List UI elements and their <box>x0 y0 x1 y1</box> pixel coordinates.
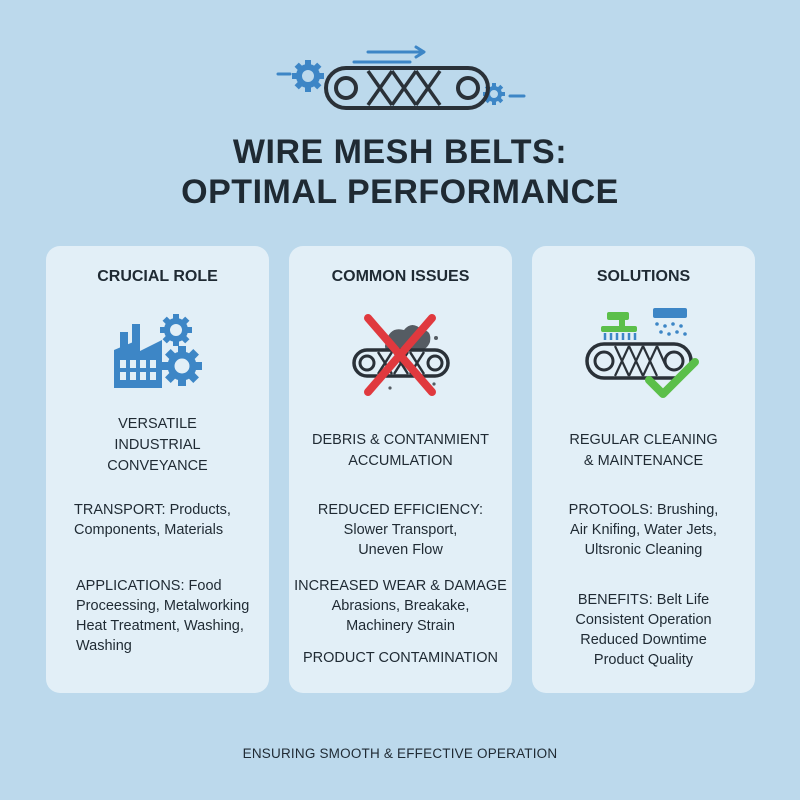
benefits-label: BENEFITS: <box>577 592 653 608</box>
blocked-belt-icon <box>351 314 450 396</box>
transport-value: Components, Materials <box>74 522 224 538</box>
protocols-label: PROTOOLS: <box>568 502 654 518</box>
subtitle-line: VERSATILE <box>118 416 197 432</box>
card-subtitle: VERSATILE INDUSTRIAL CONVEYANCE <box>46 414 269 477</box>
applications-value: Proceessing, Metalworking <box>76 598 250 614</box>
applications-value: Food <box>188 578 222 594</box>
subtitle-line: DEBRIS & CONTANMIENT <box>312 432 489 448</box>
efficiency-label: REDUCED EFFICIENCY: <box>317 502 484 518</box>
subtitle-line: CONVEYANCE <box>107 458 208 474</box>
card-subtitle: REGULAR CLEANING & MAINTENANCE <box>532 430 755 472</box>
protocols-text: PROTOOLS: Brushing, Air Knifing, Water J… <box>532 500 755 560</box>
transport-value: Products, <box>169 502 231 518</box>
efficiency-value: Uneven Flow <box>358 542 443 558</box>
card-title: CRUCIAL ROLE <box>97 268 218 285</box>
benefits-value: Reduced Downtime <box>580 632 707 648</box>
wear-value: Machinery Strain <box>346 618 455 634</box>
protocols-value: Air Knifing, Water Jets, <box>570 522 717 538</box>
subtitle-line: REGULAR CLEANING <box>569 432 718 448</box>
card-subtitle: DEBRIS & CONTANMIENT ACCUMLATION <box>289 430 512 472</box>
subtitle-line: & MAINTENANCE <box>583 453 704 469</box>
transport-text: TRANSPORT: Products, Components, Materia… <box>74 500 231 540</box>
wear-text: INCREASED WEAR & DAMAGE Abrasions, Break… <box>289 576 512 636</box>
transport-label: TRANSPORT: <box>74 502 166 518</box>
applications-text: APPLICATIONS: Food Proceessing, Metalwor… <box>76 576 249 656</box>
protocols-value: Ultsronic Cleaning <box>584 542 703 558</box>
benefits-value: Belt Life <box>656 592 710 608</box>
title-line-2: OPTIMAL PERFORMANCE <box>181 173 619 211</box>
subtitle-line: INDUSTRIAL <box>114 437 201 453</box>
wear-value: Abrasions, Breakake, <box>331 598 470 614</box>
benefits-value: Consistent Operation <box>575 612 712 628</box>
conveyor-belt-icon <box>276 45 526 110</box>
protocols-value: Brushing, <box>657 502 719 518</box>
wear-label: INCREASED WEAR & DAMAGE <box>294 578 507 594</box>
efficiency-text: REDUCED EFFICIENCY: Slower Transport, Un… <box>289 500 512 560</box>
factory-gears-icon <box>113 314 202 388</box>
efficiency-value: Slower Transport, <box>343 522 458 538</box>
contamination-text: PRODUCT CONTAMINATION <box>289 648 512 668</box>
page-title: WIRE MESH BELTS: OPTIMAL PERFORMANCE <box>0 132 800 212</box>
footer-tagline: ENSURING SMOOTH & EFFECTIVE OPERATION <box>242 746 558 761</box>
applications-label: APPLICATIONS: <box>76 578 185 594</box>
applications-value: Washing <box>76 638 132 654</box>
benefits-text: BENEFITS: Belt Life Consistent Operation… <box>532 590 755 670</box>
card-title: COMMON ISSUES <box>331 268 470 285</box>
cleaning-belt-check-icon <box>584 308 699 398</box>
subtitle-line: ACCUMLATION <box>348 453 453 469</box>
card-crucial-role: CRUCIAL ROLE VERSATILE INDUSTRIAL <box>46 246 269 693</box>
contamination-label: PRODUCT CONTAMINATION <box>303 650 498 666</box>
benefits-value: Product Quality <box>593 652 694 668</box>
card-common-issues: COMMON ISSUES DEBRIS & CONTANMIENT ACCUM… <box>289 246 512 693</box>
card-title: SOLUTIONS <box>596 268 691 285</box>
title-line-1: WIRE MESH BELTS: <box>232 133 568 171</box>
applications-value: Heat Treatment, Washing, <box>76 618 244 634</box>
card-solutions: SOLUTIONS REGULA <box>532 246 755 693</box>
